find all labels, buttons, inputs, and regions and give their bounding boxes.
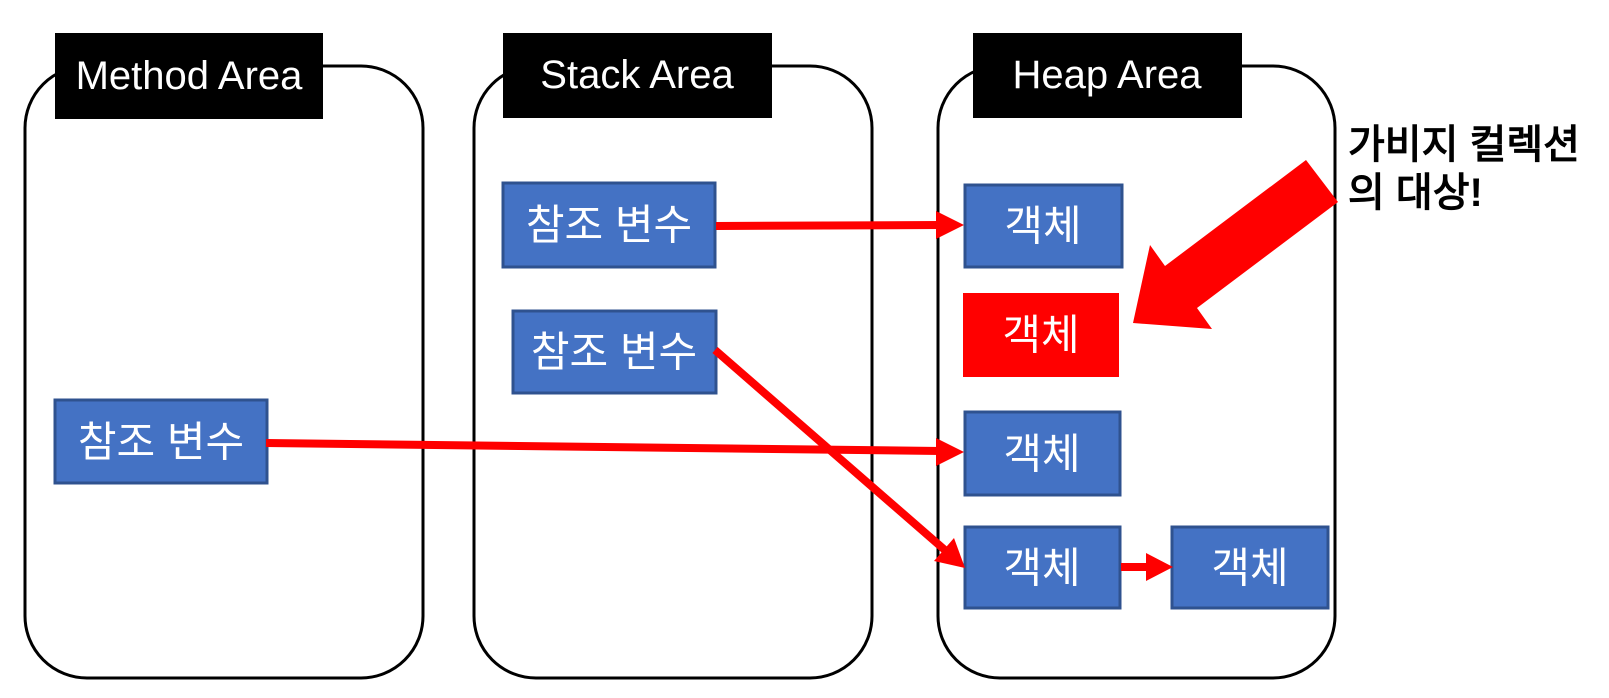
method-area-outline: [23, 64, 425, 680]
heap-area-container: Heap Area: [936, 33, 1337, 680]
stack-area-container: Stack Area: [472, 33, 874, 680]
arrow-method-ref-to-heap-obj3: [265, 438, 964, 466]
stack-area-header: [503, 33, 772, 118]
heap-garbage-object-rect: [963, 293, 1119, 377]
heap-garbage-object-label: 객체: [1002, 312, 1079, 359]
stack-ref-variable-1-label: 참조 변수: [526, 202, 692, 249]
arrow-heap-obj4-to-obj5: [1121, 553, 1173, 581]
heap-object-4-rect: [963, 525, 1122, 610]
heap-object-5-rect: [1170, 525, 1330, 610]
arrow-method-ref-line: [265, 439, 942, 455]
stack-area-title: Stack Area: [540, 53, 734, 97]
stack-ref-variable-box-1: 참조 변수: [501, 181, 717, 269]
arrow-stack-ref1-head-icon: [936, 211, 964, 239]
heap-object-box-4: 객체: [963, 525, 1122, 610]
arrow-method-ref-head-icon: [936, 438, 964, 466]
heap-object-3-label: 객체: [1003, 431, 1080, 478]
stack-ref-variable-2-rect: [511, 309, 718, 395]
stack-ref-variable-box-2: 참조 변수: [511, 309, 718, 395]
heap-object-box-5: 객체: [1170, 525, 1330, 610]
garbage-collection-annotation: 가비지 컬렉션 의 대상!: [1348, 123, 1580, 215]
stack-ref-variable-2-label: 참조 변수: [531, 329, 697, 376]
method-ref-variable-box: 참조 변수: [53, 398, 269, 485]
heap-area-header: [973, 33, 1242, 118]
heap-area-title: Heap Area: [1012, 53, 1202, 97]
arrow-obj4-obj5-head-icon: [1146, 553, 1173, 581]
annotation-line-1: 가비지 컬렉션: [1348, 123, 1580, 167]
arrow-stack-ref2-to-heap-obj4: [712, 346, 965, 568]
annotation-line-2: 의 대상!: [1348, 171, 1483, 215]
arrow-stack-ref1-to-heap-obj1: [715, 211, 964, 239]
heap-object-3-rect: [963, 410, 1122, 497]
heap-object-box-1: 객체: [963, 183, 1124, 269]
heap-object-box-garbage: 객체: [963, 293, 1119, 377]
arrow-stack-ref2-line: [712, 346, 949, 555]
heap-object-4-label: 객체: [1003, 545, 1080, 592]
method-ref-variable-label: 참조 변수: [78, 419, 244, 466]
garbage-collection-block-arrow-icon: [1133, 160, 1338, 329]
method-ref-variable-rect: [53, 398, 269, 485]
heap-object-1-label: 객체: [1004, 203, 1081, 250]
arrow-stack-ref1-line: [715, 221, 941, 230]
heap-object-1-rect: [963, 183, 1124, 269]
arrow-stack-ref2-head-icon: [934, 538, 965, 568]
method-area-header: [55, 33, 323, 119]
method-area-container: Method Area: [23, 33, 425, 680]
stack-ref-variable-1-rect: [501, 181, 717, 269]
heap-object-5-label: 객체: [1211, 545, 1288, 592]
heap-object-box-3: 객체: [963, 410, 1122, 497]
method-area-title: Method Area: [76, 54, 304, 98]
